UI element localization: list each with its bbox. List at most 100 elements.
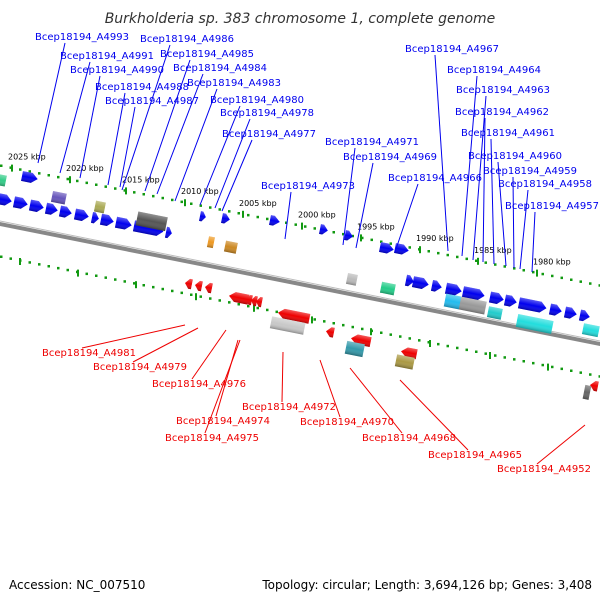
reverse-gene xyxy=(246,295,253,306)
reverse-gene xyxy=(326,327,335,338)
inner-tick-track-dot xyxy=(399,335,402,338)
forward-gene-shade xyxy=(99,213,114,226)
forward-gene xyxy=(578,309,590,322)
inner-tick-track-dot xyxy=(408,337,411,340)
inner-tick-track-dot xyxy=(95,274,98,277)
inner-tick-track-dot xyxy=(0,255,3,258)
reverse-gene xyxy=(185,278,193,290)
inner-tick-track-dot xyxy=(266,308,269,312)
forward-gene xyxy=(28,199,44,212)
forward-gene xyxy=(411,276,429,289)
reverse-feature-box xyxy=(344,340,365,358)
forward-leader xyxy=(37,42,66,164)
outer-tick-track-dot xyxy=(161,196,164,200)
inner-tick-track-dot xyxy=(494,354,497,357)
inner-tick-track-dot xyxy=(47,265,50,268)
forward-gene-label: Bcep18194_A4987 xyxy=(105,96,199,107)
outer-tick-track-dot xyxy=(313,227,316,230)
inner-tick-track-dot xyxy=(28,261,31,264)
forward-gene-shade xyxy=(28,199,44,212)
outer-tick-track-dot xyxy=(95,183,98,186)
inner-tick-track-dot xyxy=(427,341,430,344)
forward-leader xyxy=(79,75,101,179)
outer-tick-track-dot xyxy=(522,269,525,272)
inner-tick-track-dot xyxy=(180,291,183,295)
inner-tick-track-dot xyxy=(161,287,164,291)
inner-tick-track-dot xyxy=(247,304,250,308)
outer-tick-track-dot xyxy=(589,282,592,285)
feature-box-shade xyxy=(345,273,358,286)
inner-tick-track-dot xyxy=(503,356,506,359)
reverse-gene-label: Bcep18194_A4976 xyxy=(152,379,246,390)
inner-tick-track-dot xyxy=(361,327,364,331)
inner-tick-track-dot xyxy=(209,297,212,300)
outer-tick-track-dot xyxy=(598,284,600,287)
outer-tick-track-dot xyxy=(57,175,60,179)
feature-box xyxy=(581,323,600,338)
inner-tick-track-dot xyxy=(332,322,335,325)
forward-gene xyxy=(164,226,172,239)
forward-gene-shade xyxy=(488,291,504,304)
forward-gene-label: Bcep18194_A4962 xyxy=(455,107,549,118)
forward-gene-label: Bcep18194_A4967 xyxy=(405,44,499,55)
inner-tick-track-dot xyxy=(465,348,468,352)
outer-tick-track-dot xyxy=(76,179,79,183)
backbone-highlight xyxy=(0,220,600,342)
forward-gene xyxy=(114,216,132,230)
forward-gene-shade xyxy=(58,205,72,218)
outer-tick-track-dot xyxy=(541,272,544,276)
reverse-gene-shade xyxy=(590,381,599,392)
inner-tick-track-dot xyxy=(570,369,573,372)
reverse-gene xyxy=(205,282,213,294)
forward-gene-label: Bcep18194_A4963 xyxy=(456,85,550,96)
reverse-gene-label: Bcep18194_A4972 xyxy=(242,402,336,413)
inner-tick-track-dot xyxy=(133,282,136,285)
feature-box xyxy=(458,296,487,315)
kbp-tick-label: 2005 kbp xyxy=(239,199,277,208)
feature-box-shade xyxy=(581,323,600,338)
outer-tick-track-dot xyxy=(171,198,174,202)
inner-tick-track-dot xyxy=(313,318,316,321)
forward-leader xyxy=(221,139,253,212)
forward-gene-label: Bcep18194_A4959 xyxy=(483,166,577,177)
forward-leader xyxy=(497,161,507,267)
forward-gene-shade xyxy=(578,309,590,322)
forward-gene-upper-shade xyxy=(319,224,328,235)
outer-tick-track-dot xyxy=(66,177,69,181)
kbp-tick-label: 2010 kbp xyxy=(181,187,219,196)
reverse-gene-label: Bcep18194_A4952 xyxy=(497,464,591,475)
forward-gene-shade xyxy=(503,294,517,307)
reverse-leader xyxy=(281,351,284,403)
outer-tick-track-dot xyxy=(28,170,31,173)
forward-leader xyxy=(199,105,241,206)
forward-gene xyxy=(73,208,89,221)
inner-tick-track-dot xyxy=(66,268,69,272)
forward-leader xyxy=(355,162,374,249)
feature-box-shade xyxy=(0,173,7,187)
kbp-tick-label: 1990 kbp xyxy=(416,234,454,243)
backbone xyxy=(0,221,600,347)
reverse-gene-shade xyxy=(205,282,213,294)
forward-gene-upper xyxy=(394,243,409,255)
feature-box xyxy=(443,293,462,310)
inner-tick-track-dot xyxy=(275,310,278,314)
forward-gene-upper xyxy=(21,171,38,183)
reverse-feature-box-shade xyxy=(344,340,365,358)
outer-tick-track-dot xyxy=(532,270,535,274)
reverse-gene-label: Bcep18194_A4979 xyxy=(93,362,187,373)
outer-tick-track-dot xyxy=(218,208,221,211)
forward-gene-label: Bcep18194_A4980 xyxy=(210,95,304,106)
reverse-gene-shade xyxy=(326,327,335,338)
forward-gene-shade xyxy=(430,280,442,292)
reverse-gene-label: Bcep18194_A4965 xyxy=(428,450,522,461)
outer-tick-track-dot xyxy=(513,267,516,270)
outer-tick-track-dot xyxy=(579,280,582,283)
outer-tick-track-dot xyxy=(361,236,364,240)
outer-tick-track-dot xyxy=(475,259,478,262)
outer-tick-track-dot xyxy=(560,276,563,280)
outer-tick-track-dot xyxy=(38,172,41,175)
inner-tick-track-dot xyxy=(446,344,449,348)
reverse-gene-label: Bcep18194_A4970 xyxy=(300,417,394,428)
forward-gene-upper xyxy=(269,215,280,226)
forward-gene-upper-shade xyxy=(21,171,38,183)
